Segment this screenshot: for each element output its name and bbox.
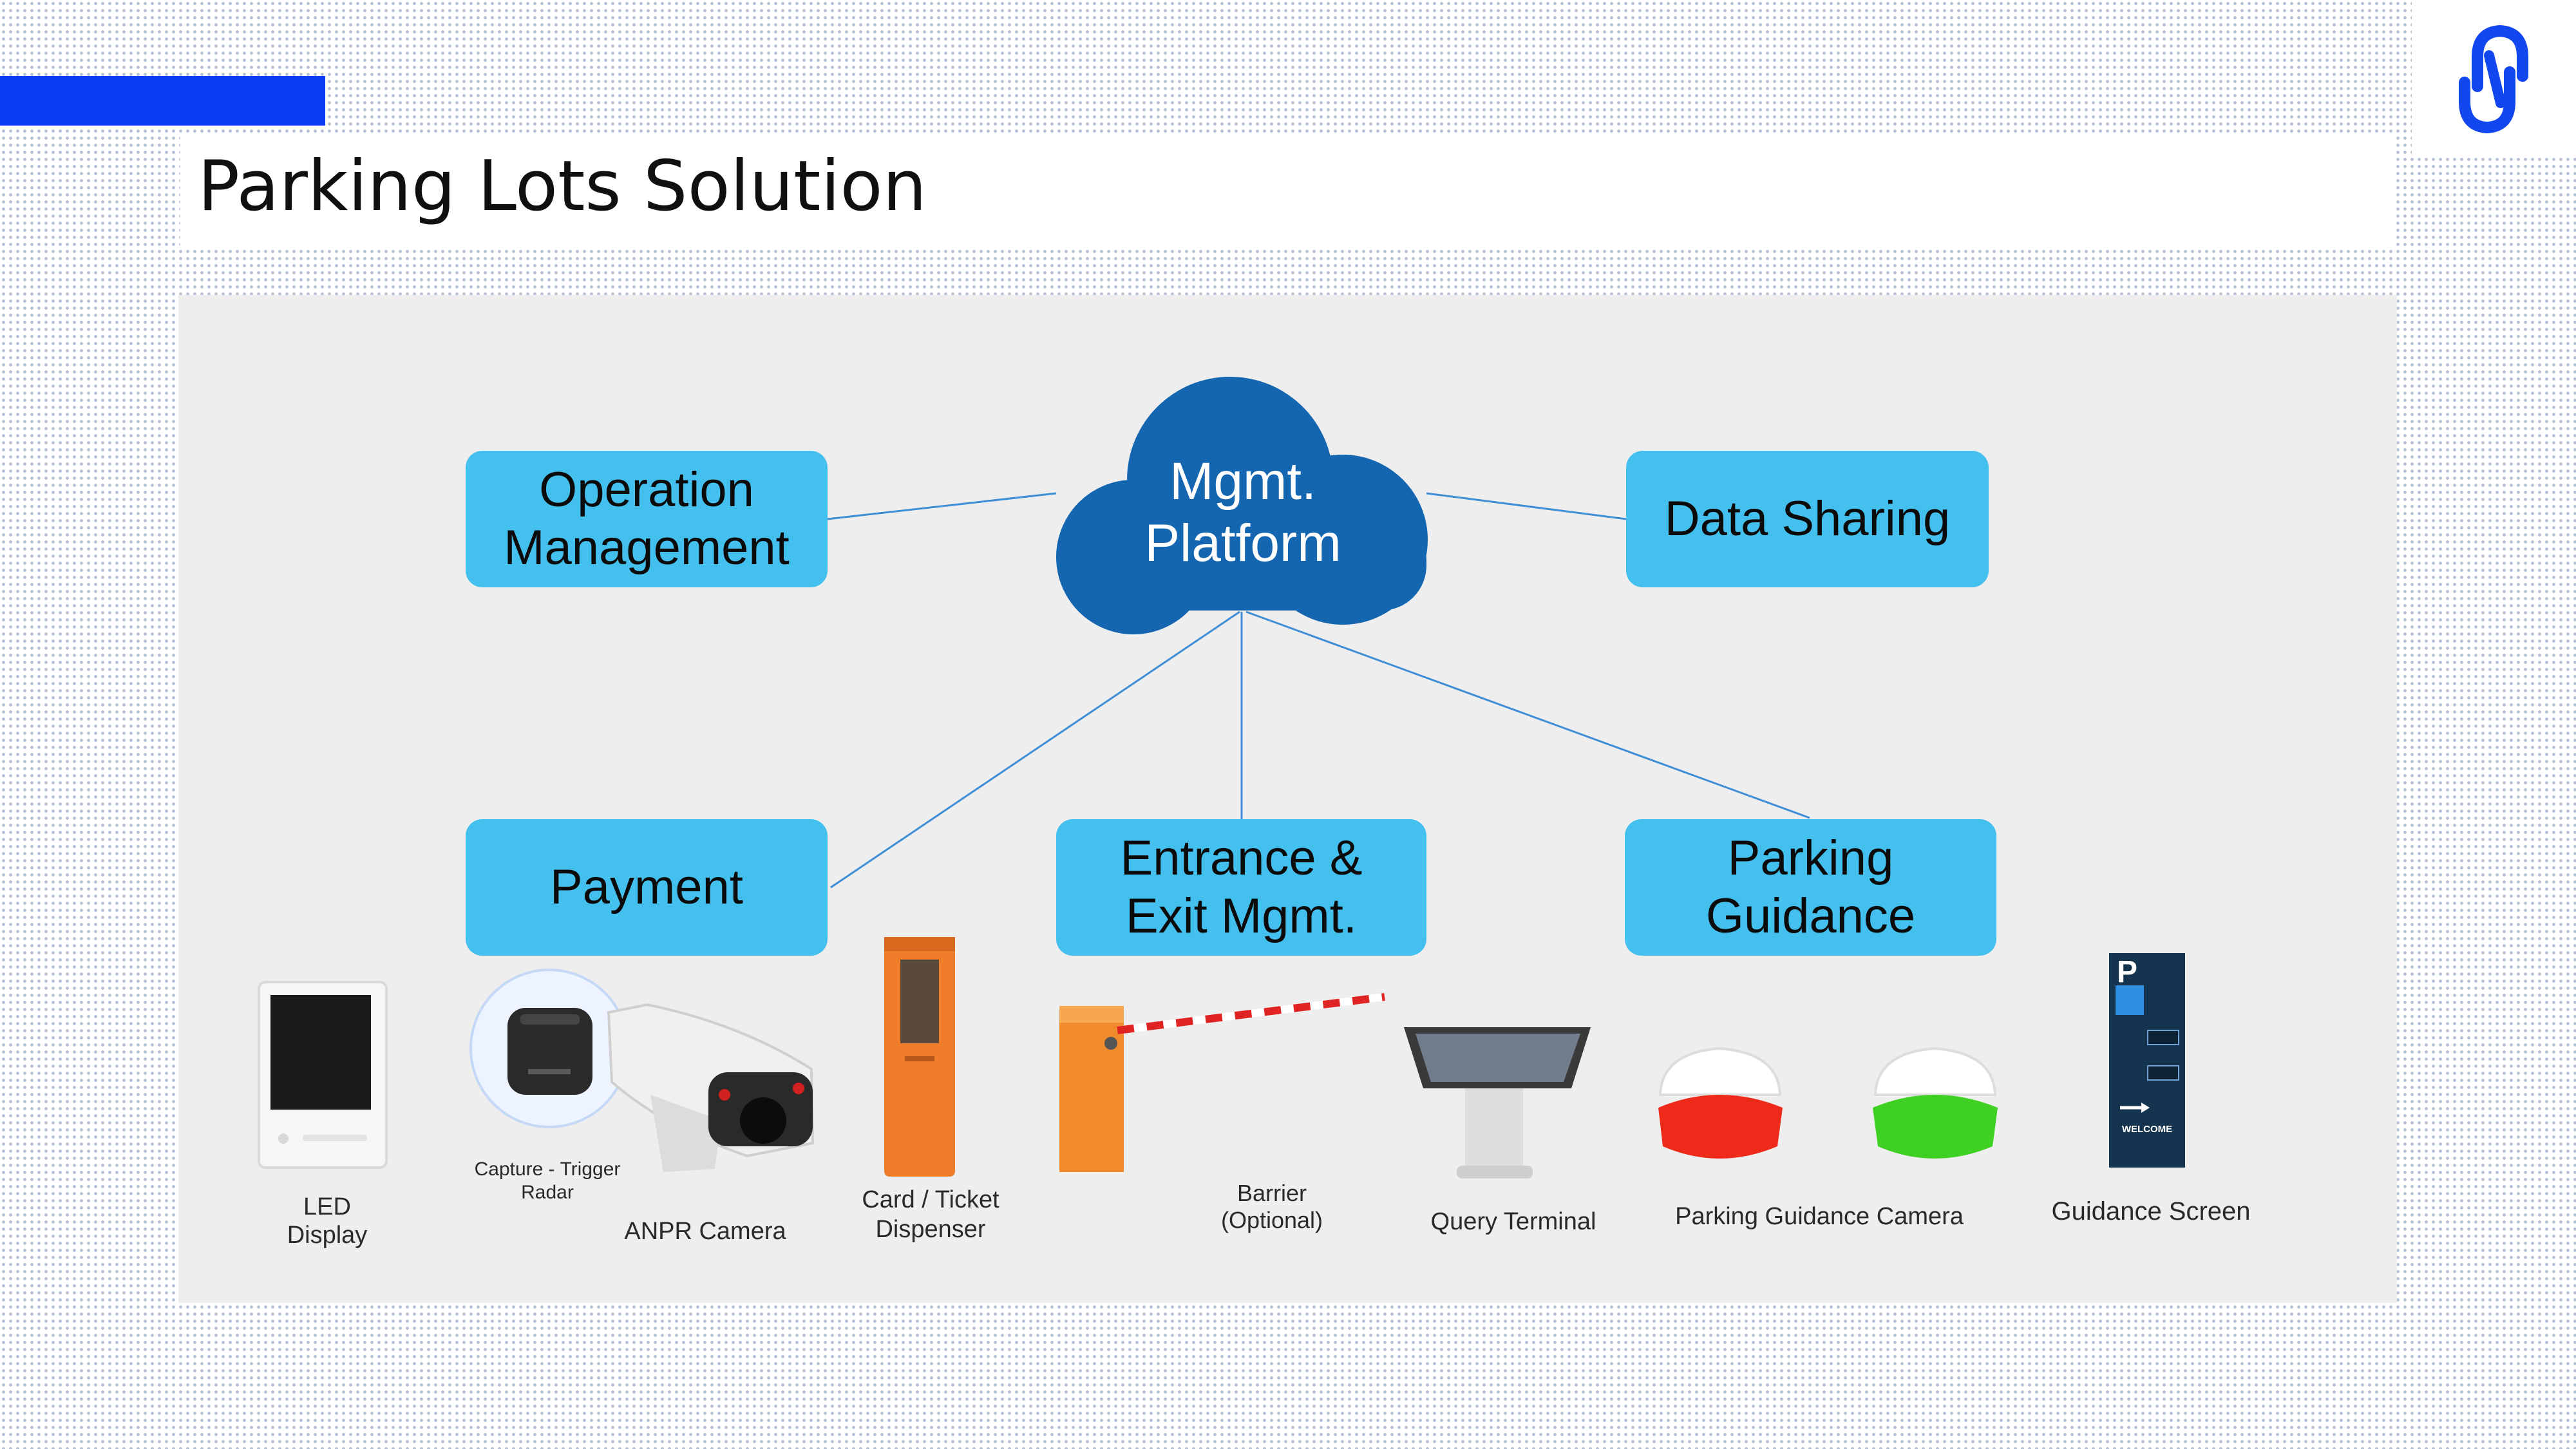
node-line2: Management <box>504 520 790 575</box>
connector-guidance <box>1245 611 1810 819</box>
title-strip <box>180 134 2396 250</box>
chain-link-icon <box>2459 24 2528 134</box>
led-display-icon <box>258 981 388 1169</box>
radar-icon <box>469 969 629 1128</box>
connector-lines <box>827 492 1810 889</box>
node-parking-guidance: Parking Guidance <box>1625 819 1996 956</box>
caption-guidance-screen: Guidance Screen <box>2051 1197 2251 1226</box>
node-label: Payment <box>550 860 743 914</box>
caption-line2: Dispenser <box>875 1216 986 1243</box>
connector-payment <box>830 611 1240 889</box>
logo-area <box>2412 0 2576 158</box>
page-title: Parking Lots Solution <box>198 146 927 227</box>
caption-query-terminal: Query Terminal <box>1430 1208 1596 1235</box>
node-line2: Exit Mgmt. <box>1126 889 1357 943</box>
ticket-dispenser-icon <box>884 937 955 1177</box>
connector-operation <box>827 492 1057 520</box>
barrier-gate-icon <box>1059 993 1385 1172</box>
cloud-icon <box>1056 377 1428 634</box>
hub-line2: Platform <box>1144 514 1341 573</box>
caption-line1: Capture - Trigger <box>474 1159 621 1180</box>
caption-led-display: LED Display <box>263 1193 392 1249</box>
caption-line1: Card / Ticket <box>862 1186 999 1213</box>
guidance-camera-green-icon <box>1873 1046 1998 1159</box>
node-label: Data Sharing <box>1664 491 1951 546</box>
node-entrance-exit: Entrance & Exit Mgmt. <box>1056 819 1426 956</box>
caption-line1: LED <box>303 1193 351 1220</box>
node-operation-management: Operation Management <box>466 451 828 587</box>
anpr-camera-icon <box>607 1003 815 1172</box>
caption-anpr-camera: ANPR Camera <box>624 1218 786 1245</box>
node-payment: Payment <box>466 819 828 956</box>
guidance-screen-icon <box>2109 953 2185 1168</box>
sign-letter: P <box>2117 955 2138 989</box>
node-line1: Operation <box>539 462 754 517</box>
node-line1: Entrance & <box>1120 831 1363 886</box>
node-line2: Guidance <box>1705 889 1916 943</box>
caption-barrier: Barrier (Optional) <box>1195 1180 1349 1234</box>
hub-mgmt-platform: Mgmt. Platform <box>1108 451 1378 574</box>
connector-data-sharing <box>1426 492 1627 520</box>
caption-guidance-camera: Parking Guidance Camera <box>1675 1203 1964 1230</box>
node-data-sharing: Data Sharing <box>1626 451 1989 587</box>
caption-line2: (Optional) <box>1220 1207 1323 1233</box>
caption-line2: Display <box>287 1222 368 1249</box>
caption-radar: Capture - Trigger Radar <box>460 1158 634 1204</box>
caption-dispenser: Card / Ticket Dispenser <box>844 1185 1018 1244</box>
node-line1: Parking <box>1727 831 1894 886</box>
query-terminal-icon <box>1404 1027 1591 1179</box>
accent-bar <box>0 76 325 126</box>
caption-line1: Barrier <box>1236 1180 1307 1206</box>
sign-welcome-text: WELCOME <box>2121 1124 2173 1135</box>
guidance-camera-red-icon <box>1658 1046 1783 1159</box>
caption-line2: Radar <box>521 1182 574 1203</box>
hub-line1: Mgmt. <box>1170 452 1316 511</box>
